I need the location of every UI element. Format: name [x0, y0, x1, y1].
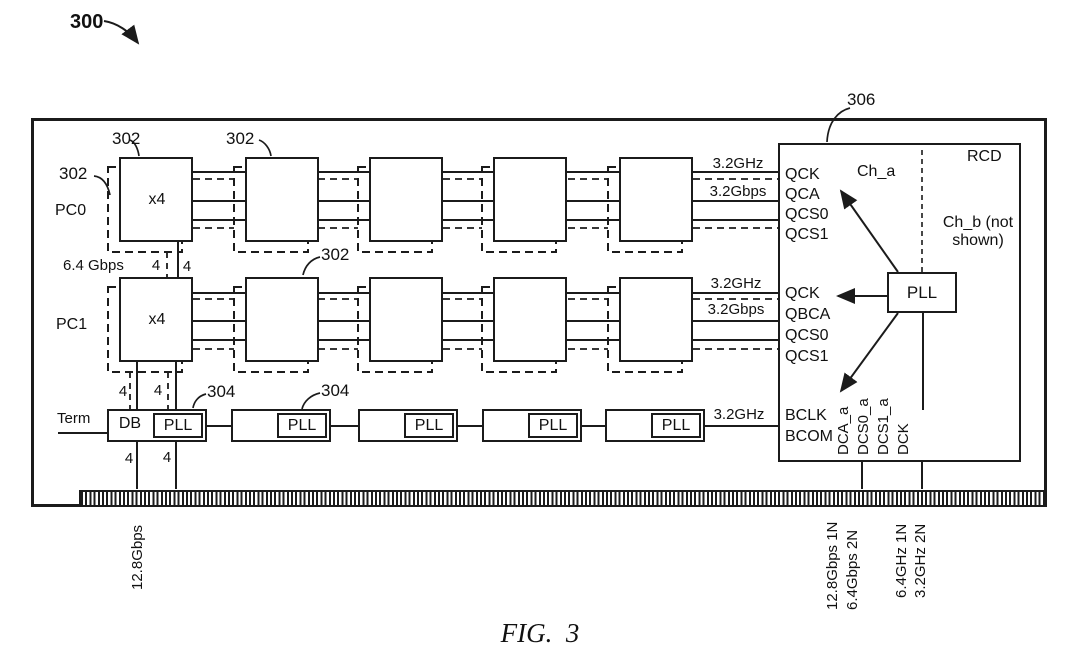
leader-304-unit2: [301, 392, 321, 410]
pc1-bus-dashed-wires: [193, 298, 778, 350]
lane-width-above-db-right: 4: [153, 382, 163, 399]
rcd-signal-bclk: BCLK: [785, 407, 827, 424]
pll-inner-box-1: PLL: [153, 413, 203, 438]
rcd-signal-pc0-qca: QCA: [785, 186, 820, 203]
rcd-signal-bcom: BCOM: [785, 428, 833, 445]
callout-304-unit2: 304: [321, 381, 350, 400]
rcd-signal-pc0-qcs0: QCS0: [785, 206, 829, 223]
rcd-channel-b-label-line1: Ch_b (not: [942, 214, 1014, 231]
rcd-pin-dcs0-a: DCS0_a: [855, 398, 872, 455]
vertical-links-dashed: [129, 252, 169, 409]
figure-caption: FIG. 3: [500, 618, 580, 648]
pc0-bus-clock-label: 3.2GHz: [712, 155, 764, 172]
lane-width-above-db-left: 4: [118, 383, 128, 400]
pll-inner-box-2: PLL: [277, 413, 327, 438]
pc1-bus-clock-label: 3.2GHz: [710, 275, 762, 292]
rcd-pin-dcs1-a: DCS1_a: [875, 398, 892, 455]
pll-label-5: PLL: [661, 417, 691, 434]
pc0-bus-rate-label: 3.2Gbps: [709, 183, 767, 200]
termination-label: Term: [57, 410, 91, 427]
dram-chip-pc0-3: [369, 157, 443, 242]
dram-chip-pc1-4: [493, 277, 567, 362]
rcd-channel-b-label-line2: shown): [952, 232, 1004, 249]
pll-chain-clock-label: 3.2GHz: [713, 406, 765, 423]
connector-rate-dck-1n: 6.4GHz 1N: [893, 523, 910, 598]
rcd-title: RCD: [967, 148, 1002, 165]
pll-chain-links: [58, 425, 778, 434]
rcd-signal-pc1-qbca: QBCA: [785, 306, 831, 323]
interconnect-rate-label: 6.4 Gbps: [63, 257, 124, 274]
leader-302-chip1: [129, 139, 140, 157]
chip-width-label-pc0: x4: [148, 191, 166, 208]
dram-chip-pc0-5: [619, 157, 693, 242]
rcd-signal-pc0-qck: QCK: [785, 166, 820, 183]
pc1-bus-rate-label: 3.2Gbps: [707, 301, 765, 318]
rcd-box: [778, 143, 1021, 462]
pll-arrow-pc0: [839, 189, 899, 273]
pll-label-3: PLL: [414, 417, 444, 434]
pll-label-1: PLL: [163, 417, 193, 434]
pll-label-2: PLL: [287, 417, 317, 434]
rank-label-pc0: PC0: [55, 202, 87, 219]
rank-label-pc1: PC1: [56, 316, 88, 333]
rcd-signal-pc1-qck: QCK: [785, 285, 820, 302]
leader-300: [103, 20, 140, 45]
rcd-signal-pc1-qcs0: QCS0: [785, 327, 829, 344]
dram-chip-pc1-1: [119, 277, 193, 362]
lane-width-below-db-right: 4: [162, 449, 172, 466]
leader-302-ghost: [93, 175, 111, 196]
pll-arrow-bclk: [839, 312, 899, 393]
pll-inner-box-5: PLL: [651, 413, 701, 438]
callout-302-chip1: 302: [112, 129, 141, 148]
dram-chip-pc0-1: [119, 157, 193, 242]
lane-width-interrank-right: 4: [182, 258, 192, 275]
ghost-chip-outlines: [107, 166, 683, 373]
dram-chip-pc1-3: [369, 277, 443, 362]
data-buffer-label: DB: [118, 415, 142, 432]
callout-302-pc1: 302: [321, 245, 350, 264]
rcd-channel-a-label: Ch_a: [857, 163, 896, 180]
leader-302-chip2: [258, 139, 272, 157]
rcd-pin-dca-a: DCA_a: [835, 406, 852, 455]
pll-inner-box-4: PLL: [528, 413, 578, 438]
callout-306-rcd: 306: [847, 90, 876, 109]
pll-inner-box-3: PLL: [404, 413, 454, 438]
rcd-pin-dck: DCK: [895, 423, 912, 455]
dram-chip-pc1-2: [245, 277, 319, 362]
dram-chip-pc0-4: [493, 157, 567, 242]
vertical-links-solid: [136, 242, 924, 489]
edge-connector: [79, 490, 1047, 507]
chip-width-label-pc1: x4: [148, 311, 166, 328]
lane-width-interrank-left: 4: [151, 257, 161, 274]
connector-rate-db: 12.8Gbps: [129, 524, 146, 590]
dram-chip-pc0-2: [245, 157, 319, 242]
connector-rate-dck-2n: 3.2GHz 2N: [912, 523, 929, 598]
rcd-signal-pc1-qcs1: QCS1: [785, 348, 829, 365]
leader-304-unit1: [192, 393, 207, 409]
callout-302-ghost: 302: [59, 164, 88, 183]
leader-306: [826, 107, 851, 143]
rcd-signal-pc0-qcs1: QCS1: [785, 226, 829, 243]
lane-width-below-db-left: 4: [124, 450, 134, 467]
pc0-bus-dashed-wires: [193, 178, 778, 229]
rcd-pll-label: PLL: [906, 283, 938, 302]
callout-304-unit1: 304: [207, 382, 236, 401]
figure-number: 300: [70, 11, 104, 33]
connector-rate-dca-2n: 6.4Gbps 2N: [844, 529, 861, 610]
pll-label-4: PLL: [538, 417, 568, 434]
callout-302-chip2: 302: [226, 129, 255, 148]
dram-chip-pc1-5: [619, 277, 693, 362]
rcd-pll-box: PLL: [887, 272, 957, 313]
leader-302-pc1: [302, 256, 321, 276]
connector-rate-dca-1n: 12.8Gbps 1N: [824, 521, 841, 610]
